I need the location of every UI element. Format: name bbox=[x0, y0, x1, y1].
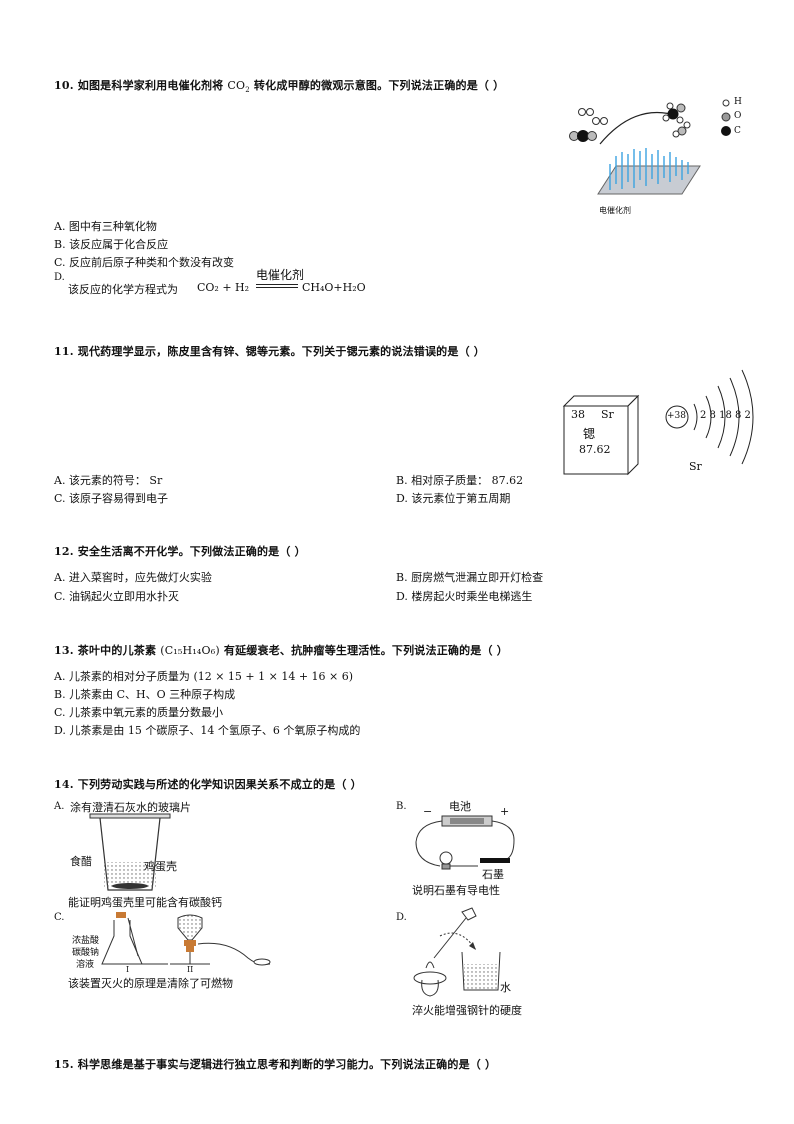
q12-option-a: A. 进入菜窖时，应先做灯火实验 bbox=[54, 571, 212, 584]
graphite-label: 石墨 bbox=[482, 868, 504, 881]
fire-extinguisher-apparatus bbox=[101, 912, 271, 966]
label-solution: 溶液 bbox=[76, 960, 95, 970]
q14-a-caption: 能证明鸡蛋壳里可能含有碳酸钙 bbox=[68, 896, 222, 909]
battery-plus: + bbox=[500, 805, 510, 818]
atom-nucleus: +38 bbox=[667, 411, 686, 421]
q11-option-a: A. 该元素的符号： Sr bbox=[54, 474, 163, 487]
q14-a-top-label: 涂有澄清石灰水的玻璃片 bbox=[70, 801, 191, 814]
q13-option-c: C. 儿茶素中氧元素的质量分数最小 bbox=[54, 706, 224, 719]
q11-option-c: C. 该原子容易得到电子 bbox=[54, 492, 169, 505]
legend-h: H bbox=[734, 97, 742, 107]
q10-option-d-text: 该反应的化学方程式为 bbox=[68, 283, 178, 296]
graphite-circuit bbox=[415, 815, 515, 870]
q10-option-a: A. 图中有三种氧化物 bbox=[54, 220, 157, 233]
label-eggshell: 鸡蛋壳 bbox=[144, 860, 177, 873]
q13-option-b: B. 儿茶素由 C、H、O 三种原子构成 bbox=[54, 688, 236, 701]
tile-name: 锶 bbox=[583, 427, 596, 441]
q14-c-caption: 该装置灭火的原理是清除了可燃物 bbox=[68, 977, 233, 990]
vinegar-eggshell-apparatus bbox=[89, 813, 171, 891]
catalyst-label: 电催化剂 bbox=[599, 206, 631, 215]
atom-structure-diagram bbox=[665, 369, 754, 465]
q14-b-caption: 说明石墨有导电性 bbox=[412, 884, 500, 897]
element-tile-box bbox=[562, 394, 640, 476]
q10-eq-right: CH₄O+H₂O bbox=[302, 281, 366, 294]
q13-stem: 13. 茶叶中的儿茶素 (C₁₅H₁₄O₆) 有延缓衰老、抗肿瘤等生理活性。下列… bbox=[54, 644, 508, 657]
atom-shells: 2 8 18 8 2 bbox=[700, 410, 751, 421]
tile-symbol: Sr bbox=[601, 408, 614, 421]
q12-option-d: D. 楼房起火时乘坐电梯逃生 bbox=[396, 590, 533, 603]
mark-i: I bbox=[126, 965, 130, 974]
legend-o: O bbox=[734, 111, 742, 121]
legend-c: C bbox=[734, 126, 741, 136]
label-conc-hcl: 浓盐酸 bbox=[72, 936, 100, 946]
tile-mass: 87.62 bbox=[579, 443, 611, 456]
q11-option-b: B. 相对原子质量： 87.62 bbox=[396, 474, 524, 487]
water-label: 水 bbox=[500, 981, 511, 994]
q11-stem: 11. 现代药理学显示，陈皮里含有锌、锶等元素。下列关于锶元素的说法错误的是（ … bbox=[54, 345, 485, 358]
q12-option-b: B. 厨房燃气泄漏立即开灯检查 bbox=[396, 571, 544, 584]
q10-stem: 10. 如图是科学家利用电催化剂将 CO2 转化成甲醇的微观示意图。下列说法正确… bbox=[54, 79, 505, 95]
q14-d-caption: 淬火能增强钢针的硬度 bbox=[412, 1004, 522, 1017]
q10-option-c: C. 反应前后原子种类和个数没有改变 bbox=[54, 256, 235, 269]
q12-option-c: C. 油锅起火立即用水扑灭 bbox=[54, 590, 180, 603]
q14-b-letter: B. bbox=[396, 801, 407, 812]
q13-option-d: D. 儿茶素是由 15 个碳原子、14 个氢原子、6 个氧原子构成的 bbox=[54, 724, 361, 737]
q15-stem: 15. 科学思维是基于事实与逻辑进行独立思考和判断的学习能力。下列说法正确的是（… bbox=[54, 1058, 497, 1071]
q14-a-letter: A. bbox=[54, 801, 65, 812]
label-vinegar: 食醋 bbox=[70, 855, 92, 868]
q10-option-d-letter: D. bbox=[54, 272, 65, 283]
q10-eq-sign bbox=[256, 284, 298, 288]
atom-legend bbox=[721, 99, 731, 136]
battery-minus: − bbox=[423, 805, 433, 818]
q13-option-a: A. 儿茶素的相对分子质量为 (12 × 15 + 1 × 14 + 16 × … bbox=[54, 670, 354, 683]
co2-methanol-diagram bbox=[569, 99, 731, 195]
label-na2co3: 碳酸钠 bbox=[72, 948, 100, 958]
mark-ii: II bbox=[187, 965, 194, 974]
q14-stem: 14. 下列劳动实践与所述的化学知识因果关系不成立的是（ ） bbox=[54, 778, 362, 791]
q14-c-letter: C. bbox=[54, 912, 65, 923]
co2-molecules bbox=[569, 108, 608, 142]
methanol-molecules bbox=[662, 102, 691, 138]
catalyst-rods bbox=[609, 148, 689, 190]
catechin-formula: (C₁₅H₁₄O₆) bbox=[160, 644, 220, 657]
atom-label: Sr bbox=[689, 460, 702, 473]
q12-stem: 12. 安全生活离不开化学。下列做法正确的是（ ） bbox=[54, 545, 306, 558]
q10-eq-condition: 电催化剂 bbox=[256, 268, 305, 282]
q10-eq-left: CO₂ + H₂ bbox=[197, 281, 250, 294]
tile-atomic-number: 38 bbox=[571, 408, 585, 421]
co2-formula: CO2 bbox=[227, 79, 250, 95]
quenching-apparatus bbox=[413, 907, 501, 997]
q10-option-b: B. 该反应属于化合反应 bbox=[54, 238, 169, 251]
q14-d-letter: D. bbox=[396, 912, 407, 923]
q11-option-d: D. 该元素位于第五周期 bbox=[396, 492, 511, 505]
battery-label: 电池 bbox=[449, 800, 471, 813]
